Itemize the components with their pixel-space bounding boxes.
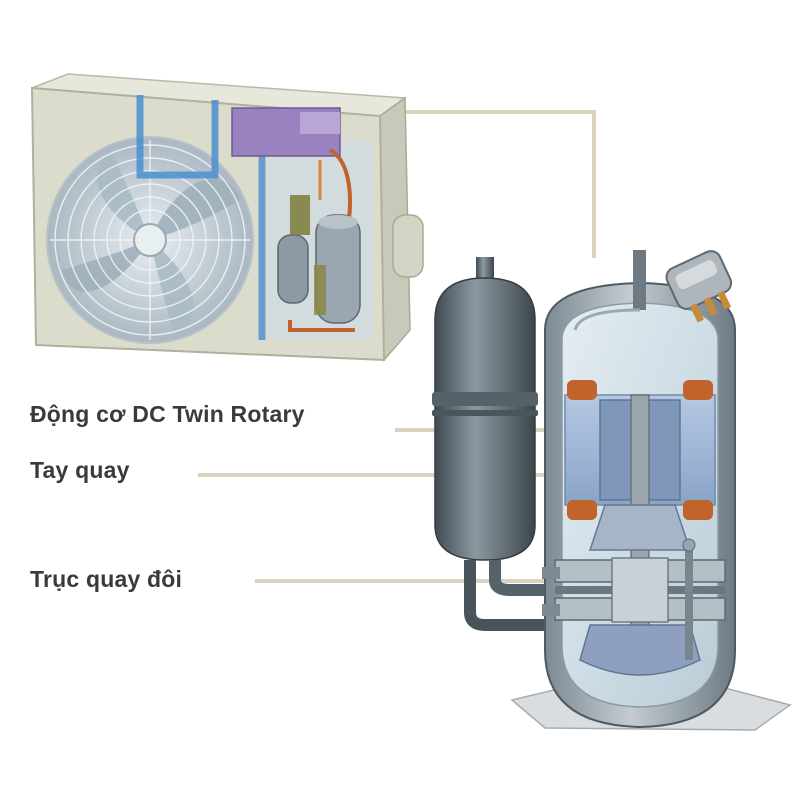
accumulator-tank-illustration	[432, 257, 545, 631]
leader-line-unit	[405, 110, 596, 258]
label-dc-twin-rotary-motor: Động cơ DC Twin Rotary	[30, 401, 305, 427]
label-crank: Tay quay	[30, 457, 130, 483]
leader-lines	[198, 110, 612, 583]
compressor-cutaway-illustration	[510, 250, 792, 731]
outdoor-unit-illustration	[30, 73, 424, 362]
label-twin-shaft: Trục quay đôi	[30, 566, 183, 592]
